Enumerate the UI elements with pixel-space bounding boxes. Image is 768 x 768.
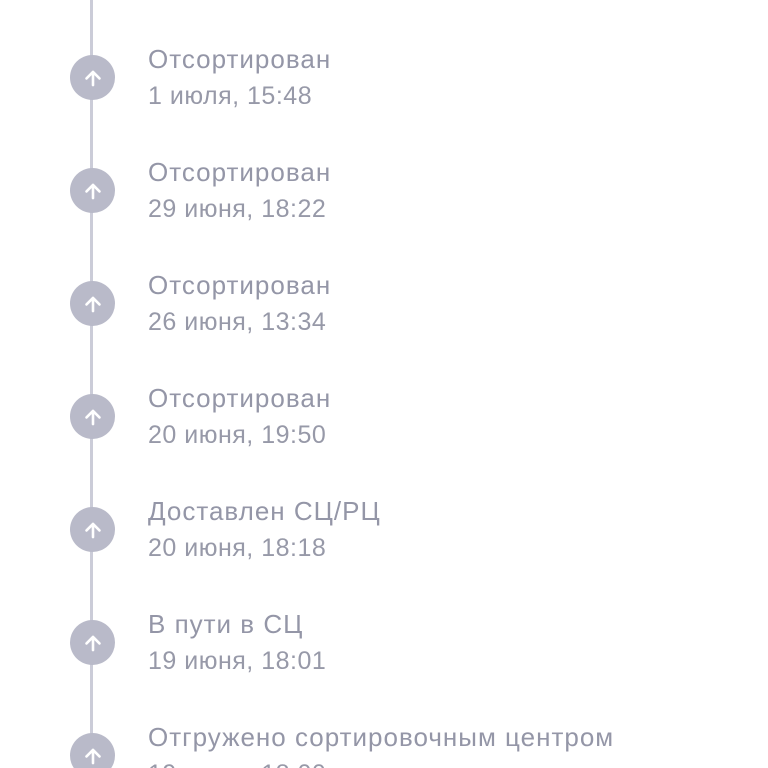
arrow-up-icon <box>84 296 101 312</box>
status-step-icon <box>70 168 115 213</box>
timeline-item: 2 июля, 16:12 <box>0 0 768 21</box>
status-step-icon <box>70 281 115 326</box>
timeline-item: Доставлен СЦ/РЦ 20 июня, 18:18 <box>0 473 768 586</box>
status-step-icon <box>70 620 115 665</box>
status-texts: Отсортирован 29 июня, 18:22 <box>148 157 331 224</box>
status-date: 26 июня, 13:34 <box>148 308 327 336</box>
status-step-icon <box>70 507 115 552</box>
status-date: 20 июня, 18:18 <box>148 534 327 562</box>
status-title: В пути в СЦ <box>148 609 304 639</box>
timeline-item: Отгружено сортировочным центром 19 июня,… <box>0 699 768 768</box>
status-title: Доставлен СЦ/РЦ <box>148 496 381 526</box>
status-step-icon <box>70 733 115 768</box>
timeline-line <box>90 0 93 768</box>
timeline-item: Отсортирован 29 июня, 18:22 <box>0 134 768 247</box>
status-step-icon <box>70 394 115 439</box>
arrow-up-icon <box>84 70 101 86</box>
arrow-up-icon <box>84 748 101 764</box>
status-date: 19 июня, 18:00 <box>148 759 614 768</box>
status-date: 29 июня, 18:22 <box>148 195 327 223</box>
timeline-item: Отсортирован 20 июня, 19:50 <box>0 360 768 473</box>
timeline-item: В пути в СЦ 19 июня, 18:01 <box>0 586 768 699</box>
status-date: 20 июня, 19:50 <box>148 421 327 449</box>
status-texts: Отсортирован 26 июня, 13:34 <box>148 270 331 337</box>
status-step-icon <box>70 55 115 100</box>
status-texts: Отгружено сортировочным центром 19 июня,… <box>148 722 614 768</box>
status-title: Отгружено сортировочным центром <box>148 722 615 752</box>
status-texts: В пути в СЦ 19 июня, 18:01 <box>148 609 326 676</box>
status-title: Отсортирован <box>148 157 332 187</box>
timeline-item: Отсортирован 26 июня, 13:34 <box>0 247 768 360</box>
status-title: Отсортирован <box>148 44 332 74</box>
status-texts: Доставлен СЦ/РЦ 20 июня, 18:18 <box>148 496 381 563</box>
status-date: 1 июля, 15:48 <box>148 82 313 110</box>
status-date: 19 июня, 18:01 <box>148 647 327 675</box>
status-texts: Отсортирован 20 июня, 19:50 <box>148 383 331 450</box>
arrow-up-icon <box>84 635 101 651</box>
arrow-up-icon <box>84 409 101 425</box>
arrow-up-icon <box>84 522 101 538</box>
timeline-item: Отсортирован 1 июля, 15:48 <box>0 21 768 134</box>
status-title: Отсортирован <box>148 383 332 413</box>
status-title: Отсортирован <box>148 270 332 300</box>
arrow-up-icon <box>84 183 101 199</box>
status-texts: Отсортирован 1 июля, 15:48 <box>148 44 331 111</box>
